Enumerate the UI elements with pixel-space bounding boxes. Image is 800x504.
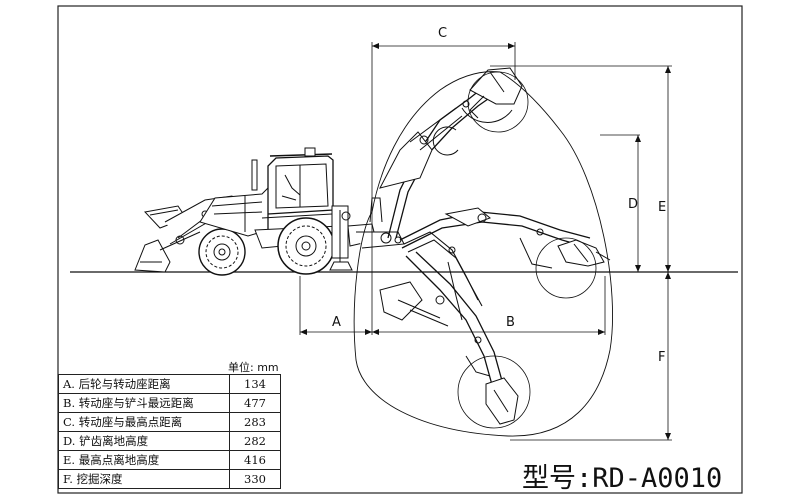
table-row: B. 转动座与铲斗最远距离 477 [58,393,281,413]
table-row: F. 挖掘深度 330 [58,469,281,489]
spec-value: 330 [229,469,281,489]
table-row: A. 后轮与转动座距离 134 [58,374,281,394]
dim-label-e: E [658,200,666,215]
backhoe-loader-drawing [134,147,405,276]
dimension-arrows [299,42,672,441]
dim-label-b: B [506,315,515,330]
dim-label-a: A [332,315,341,330]
spec-label: A. 后轮与转动座距离 [58,374,230,394]
spec-value: 283 [229,412,281,432]
spec-label: C. 转动座与最高点距离 [58,412,230,432]
table-row: C. 转动座与最高点距离 283 [58,412,281,432]
spec-label: F. 挖掘深度 [58,469,230,489]
spec-value: 416 [229,450,281,470]
spec-table: A. 后轮与转动座距离 134 B. 转动座与铲斗最远距离 477 C. 转动座… [58,374,281,489]
dim-label-f: F [658,350,665,365]
spec-label: E. 最高点离地高度 [58,450,230,470]
unit-label: 单位: mm [228,361,279,374]
spec-value: 477 [229,393,281,413]
dim-label-d: D [628,197,638,212]
drawing-frame [57,5,743,494]
table-row: E. 最高点离地高度 416 [58,450,281,470]
excavator-arm-positions [353,67,613,437]
spec-label: D. 铲齿离地高度 [58,431,230,451]
spec-label: B. 转动座与铲斗最远距离 [58,393,230,413]
spec-value: 134 [229,374,281,394]
spec-value: 282 [229,431,281,451]
dim-label-c: C [438,26,447,41]
table-row: D. 铲齿离地高度 282 [58,431,281,451]
model-code: 型号:RD-A0010 [522,463,723,494]
